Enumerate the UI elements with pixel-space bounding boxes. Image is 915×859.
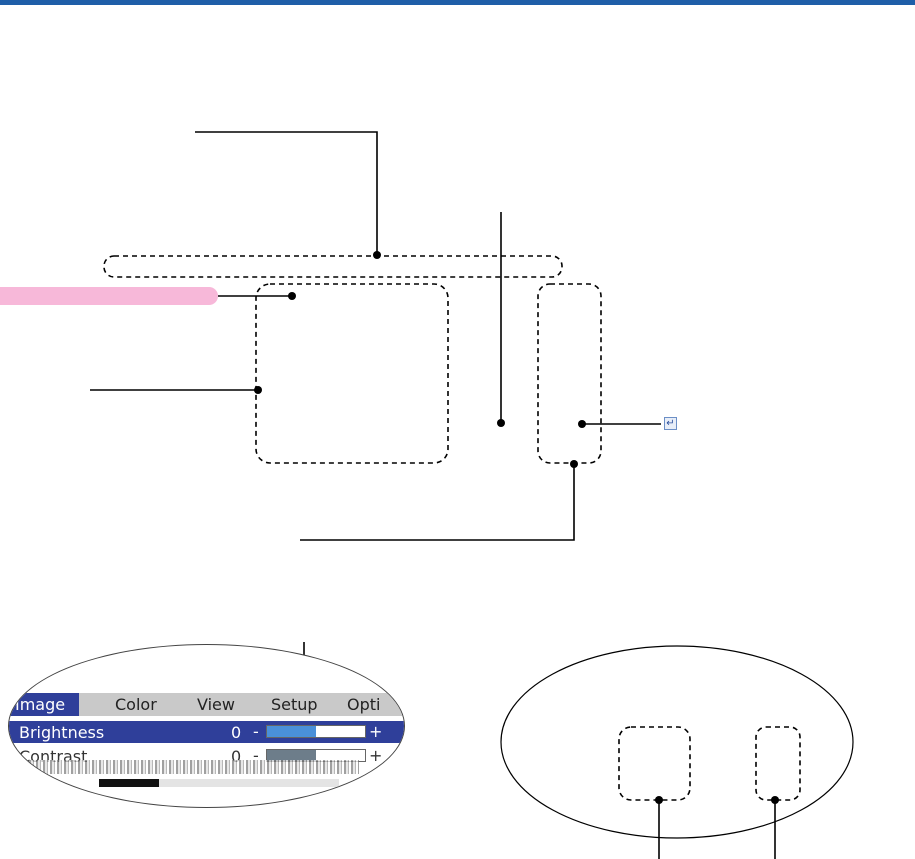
tab-view[interactable]: View — [197, 695, 235, 714]
leader-line-menu-bar — [195, 131, 378, 255]
slider-fill — [267, 726, 316, 737]
anchor-dot — [771, 796, 779, 804]
anchor-dot — [570, 460, 578, 468]
item-label: Brightness — [19, 723, 105, 742]
tab-option[interactable]: Opti — [347, 695, 381, 714]
menu-item-brightness[interactable]: Brightness 0 - + — [9, 721, 404, 743]
slider-fill — [267, 750, 316, 761]
brightness-slider[interactable] — [266, 725, 366, 738]
tab-setup[interactable]: Setup — [271, 695, 318, 714]
blurred-row — [29, 760, 359, 774]
plus-sign: + — [369, 722, 383, 741]
magnified-menu: Image Color View Setup Opti Brightness 0… — [8, 644, 405, 808]
menu-tab-bar: Image Color View Setup Opti — [9, 693, 404, 716]
tab-color[interactable]: Color — [115, 695, 157, 714]
minus-sign: - — [253, 746, 259, 765]
blurred-block — [99, 779, 159, 787]
leader-line-adjust — [300, 464, 575, 541]
anchor-dot — [578, 420, 586, 428]
item-list-region — [255, 283, 449, 464]
oval-left-region — [618, 726, 691, 801]
anchor-dot — [254, 386, 262, 394]
anchor-dot — [655, 796, 663, 804]
highlight-tab — [0, 287, 218, 305]
item-value: 0 — [231, 747, 242, 766]
minus-sign: - — [253, 722, 259, 741]
plus-sign: + — [369, 746, 383, 765]
anchor-dot — [373, 251, 381, 259]
blurred-block — [159, 779, 339, 787]
menu-bar-region — [103, 255, 563, 278]
remote-oval — [500, 645, 854, 839]
oval-right-region — [755, 726, 801, 801]
enter-return-icon: ↵ — [664, 417, 677, 430]
tab-image[interactable]: Image — [9, 693, 80, 716]
top-rule — [0, 0, 915, 5]
adjustment-region — [537, 283, 602, 464]
item-value: 0 — [231, 723, 242, 742]
anchor-dot — [497, 419, 505, 427]
anchor-dot — [288, 292, 296, 300]
